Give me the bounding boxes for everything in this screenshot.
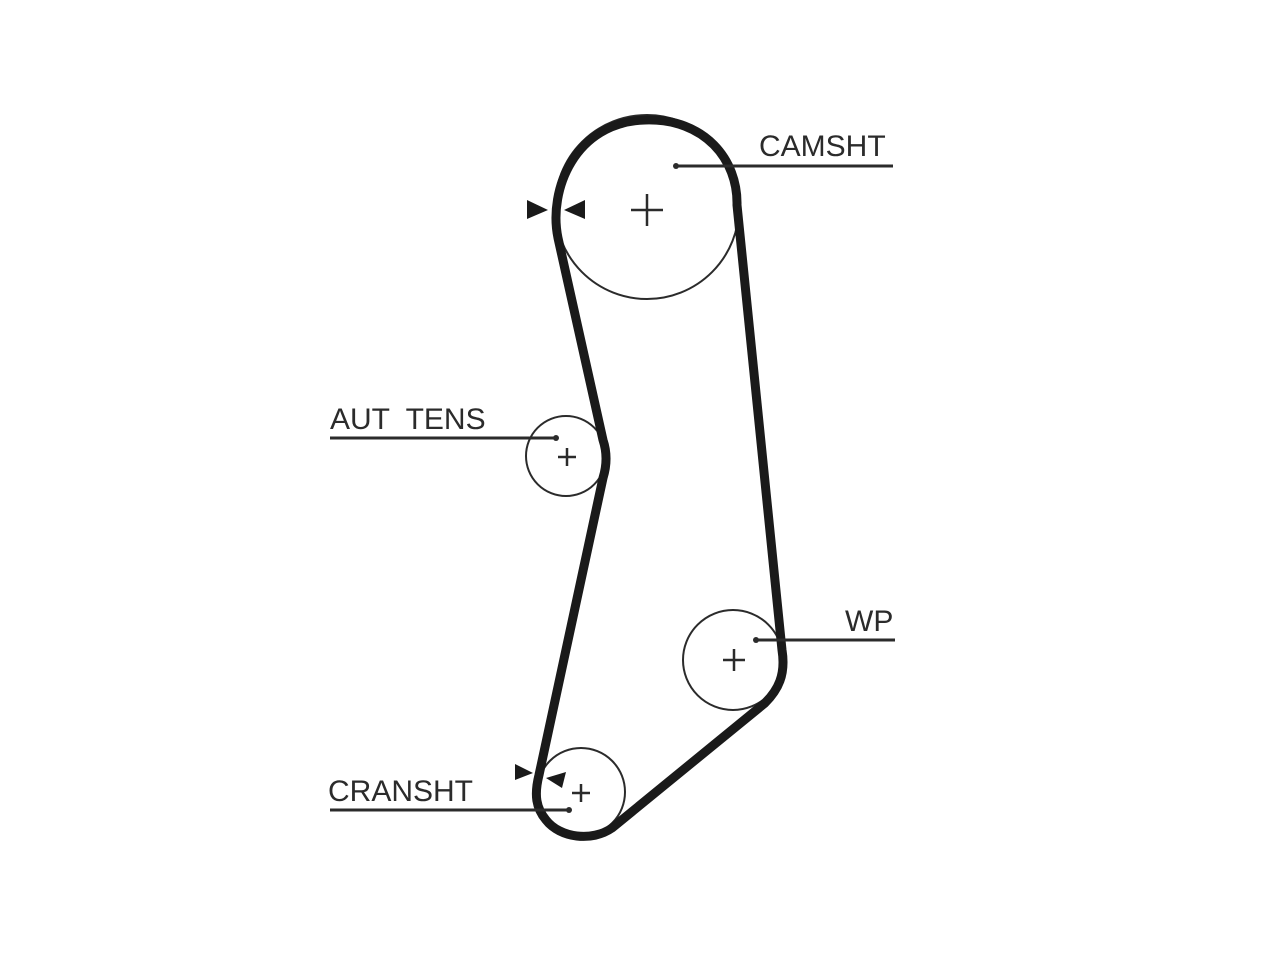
crankshaft-leader-dot — [566, 807, 572, 813]
crankshaft-center-icon — [572, 784, 590, 802]
camshaft-timing-arrow-right-icon — [564, 200, 585, 219]
camshaft-label: CAMSHT — [759, 130, 886, 163]
water-pump-leader-dot — [753, 637, 759, 643]
tensioner-label: AUT TENS — [330, 403, 486, 436]
camshaft-center-icon — [631, 194, 663, 226]
tensioner-center-icon — [558, 448, 576, 466]
crankshaft-label: CRANSHT — [328, 775, 473, 808]
water-pump-label: WP — [845, 605, 893, 638]
camshaft-leader-dot — [673, 163, 679, 169]
water-pump-center-icon — [723, 649, 745, 671]
camshaft-timing-arrow-left-icon — [527, 200, 548, 219]
timing-belt — [531, 115, 788, 841]
crankshaft-timing-arrow-right-icon — [546, 772, 566, 788]
pulleys — [525, 114, 784, 837]
leader-lines — [330, 163, 895, 813]
tensioner-leader-dot — [553, 435, 559, 441]
crankshaft-timing-arrow-left-icon — [515, 764, 533, 780]
timing-marks — [515, 200, 585, 788]
center-marks — [558, 194, 745, 802]
